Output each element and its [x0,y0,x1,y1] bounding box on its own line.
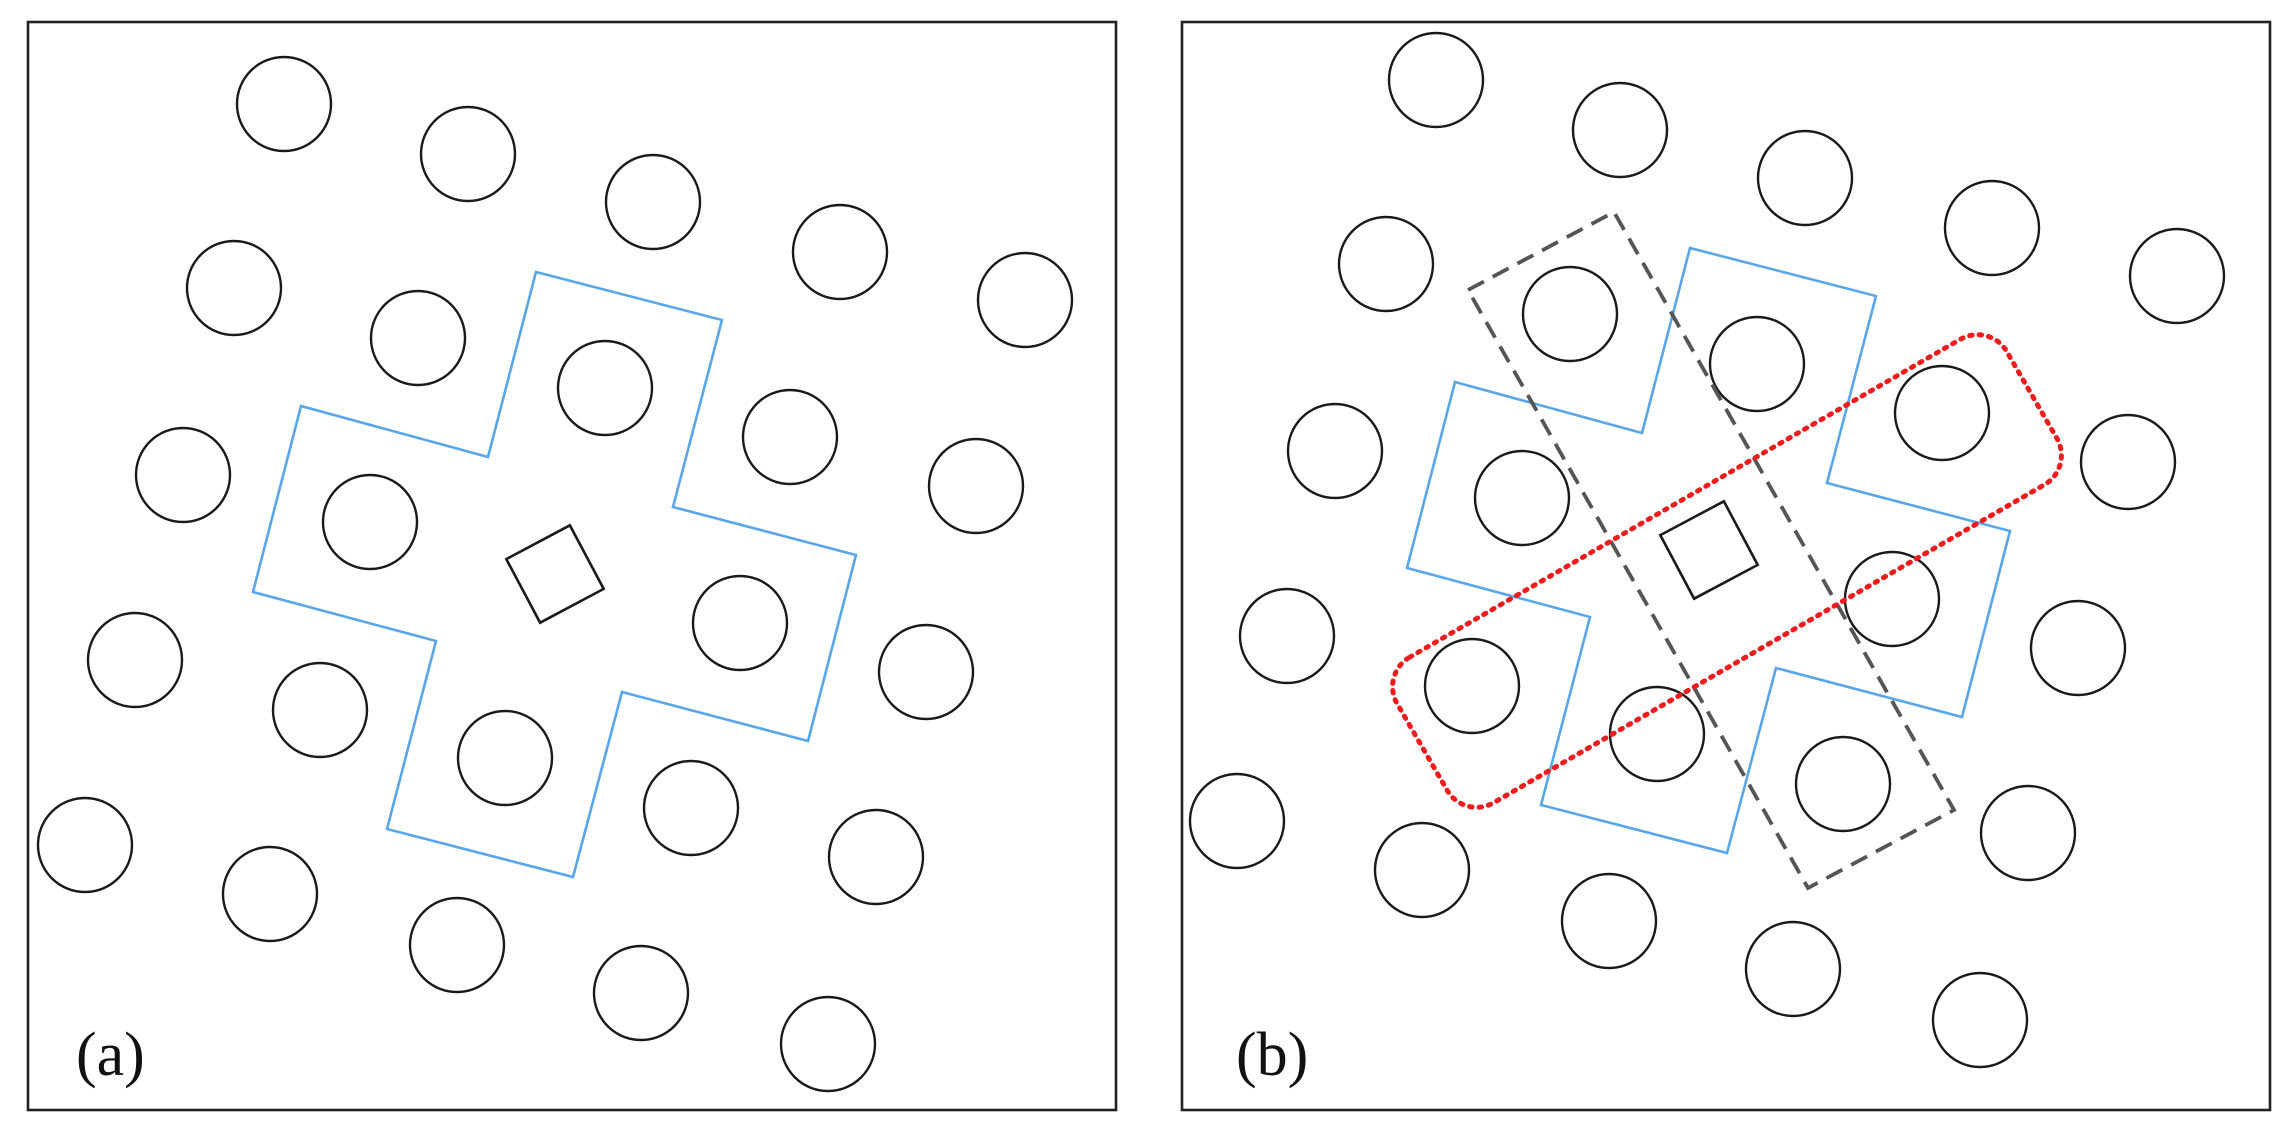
atom [1571,81,1669,179]
atom [1744,920,1842,1018]
panel-b-label: (b) [1236,1021,1308,1089]
atom [741,388,839,486]
atom [1373,821,1471,919]
panel-b-center-square [1658,499,1760,601]
atom [1286,402,1384,500]
atom [271,661,369,759]
atom [877,623,975,721]
atom [592,944,690,1042]
atom [1238,587,1336,685]
atom [1979,784,2077,882]
atom [779,995,877,1093]
panel-b-cross-outline [1405,246,2012,855]
atom [1843,550,1941,648]
atom [556,339,654,437]
atom [976,251,1074,349]
atom [1608,685,1706,783]
atom [927,437,1025,535]
atom [1188,772,1286,870]
atom [369,289,467,387]
atom [1521,265,1619,363]
atom [2128,227,2226,325]
atom [1387,31,1485,129]
atom [604,153,702,251]
panel-b-dotted-box [1390,332,2064,810]
atom [408,896,506,994]
atom [791,203,889,301]
atom [1423,637,1521,735]
atom [691,574,789,672]
atom [642,759,740,857]
panel-b-atoms [1188,31,2226,1069]
panel-a-center-square [504,523,606,625]
atom [134,426,232,524]
panel-a-atoms [36,55,1074,1093]
atom [1756,129,1854,227]
atom [1708,315,1806,413]
atom [1943,179,2041,277]
atom [321,473,419,571]
atom [1794,735,1892,833]
atom [419,105,517,203]
panel-a-cross-outline [251,270,858,879]
panel-b: (b) [1180,20,2272,1112]
atom [827,808,925,906]
atom [2029,599,2127,697]
panel-a-label: (a) [76,1021,145,1089]
atom [1473,449,1571,547]
atom [1931,971,2029,1069]
panel-a: (a) [26,20,1118,1112]
atom [235,55,333,153]
atom [1337,215,1435,313]
atom [456,709,554,807]
atom [86,611,184,709]
atom [36,796,134,894]
atom [1893,364,1991,462]
atom [1560,872,1658,970]
atom [2079,413,2177,511]
atom [185,239,283,337]
atom [221,845,319,943]
